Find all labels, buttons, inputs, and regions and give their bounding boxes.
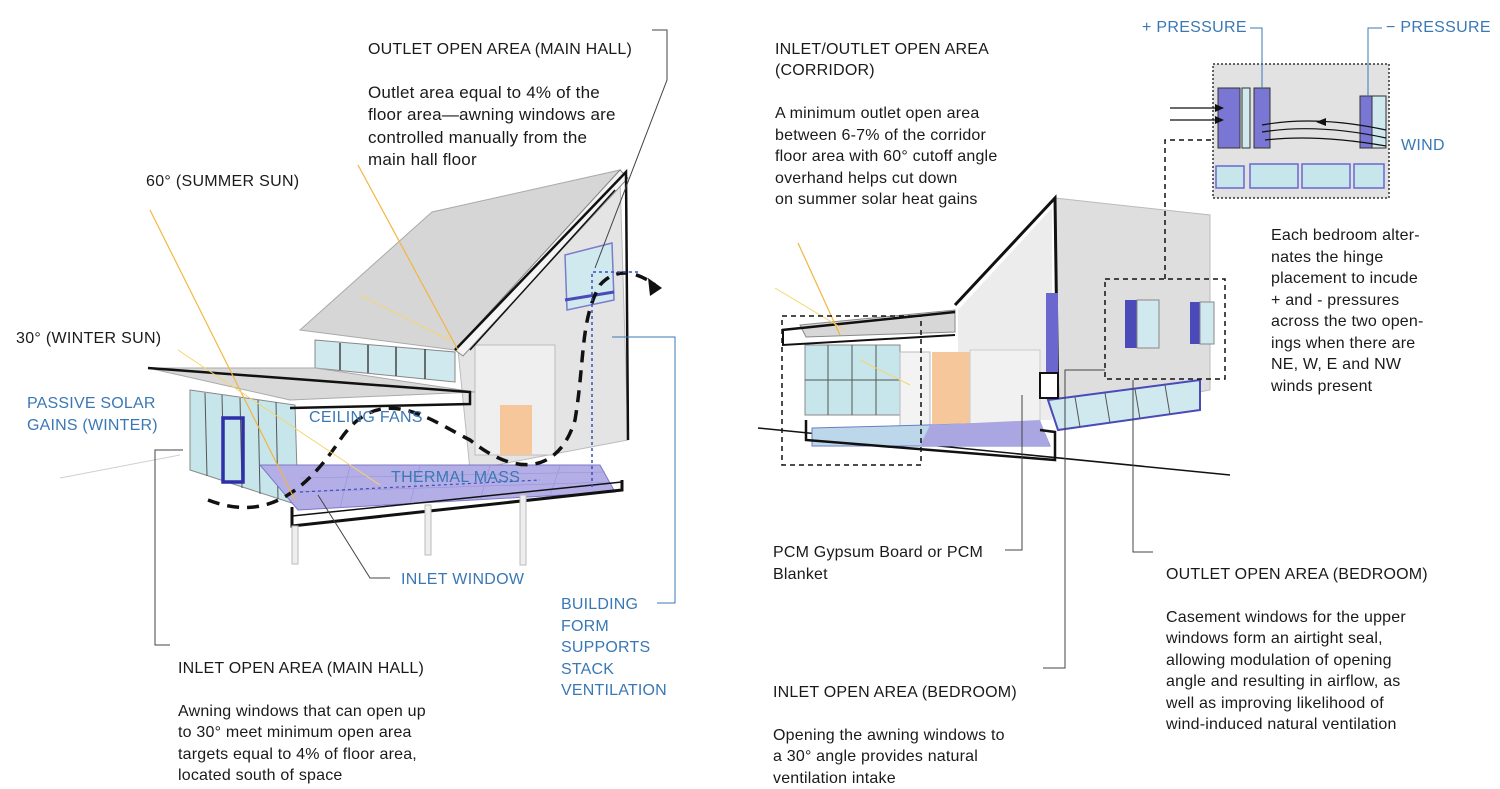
pressure-inset [1170,63,1390,199]
main-hall-building [59,164,662,566]
diagram-artwork [59,27,1390,669]
corridor-heading: INLET/OUTLET OPEN AREA (CORRIDOR) [775,40,989,80]
pcm-label: PCM Gypsum Board or PCM Blanket [773,544,983,583]
bedroom-building [757,139,1231,476]
ceiling-fans-label: CEILING FANS [309,409,423,426]
corridor-callout: INLET/OUTLET OPEN AREA (CORRIDOR) A mini… [775,17,1065,211]
bedroom-leader-lines [1005,27,1382,669]
inlet-window-label: INLET WINDOW [401,571,525,588]
wind-label: WIND [1401,137,1445,154]
outlet-main-hall-body: Outlet area equal to 4% of the floor are… [368,82,616,170]
outlet-main-hall-heading: OUTLET OPEN AREA (MAIN HALL) [368,40,633,58]
bedroom-hinge-note: Each bedroom alter- nates the hinge plac… [1271,227,1424,395]
passive-solar-label: PASSIVE SOLAR GAINS (WINTER) [27,395,158,434]
inlet-bedroom-body: Opening the awning windows to a 30° angl… [773,726,1005,787]
main-hall-leader-lines [154,29,676,646]
outlet-main-hall-callout: OUTLET OPEN AREA (MAIN HALL) Outlet area… [368,17,668,172]
inlet-main-hall-heading: INLET OPEN AREA (MAIN HALL) [178,659,425,677]
inlet-main-hall-body: Awning windows that can open up to 30° m… [178,702,426,785]
outlet-bedroom-callout: OUTLET OPEN AREA (BEDROOM) Casement wind… [1166,542,1466,736]
summer-sun-label: 60° (SUMMER SUN) [146,173,300,190]
winter-sun-label: 30° (WINTER SUN) [16,330,162,347]
plus-pressure-label: + PRESSURE [1142,19,1247,36]
thermal-mass-label: THERMAL MASS [391,469,521,486]
outlet-bedroom-body: Casement windows for the upper windows f… [1166,608,1406,734]
minus-pressure-label: − PRESSURE [1386,19,1491,36]
corridor-body: A minimum outlet open area between 6-7% … [775,105,998,208]
inlet-bedroom-heading: INLET OPEN AREA (BEDROOM) [773,683,1017,701]
inlet-bedroom-callout: INLET OPEN AREA (BEDROOM) Opening the aw… [773,660,1053,789]
diagram-stage: OUTLET OPEN AREA (MAIN HALL) Outlet area… [16,17,1491,787]
outlet-bedroom-heading: OUTLET OPEN AREA (BEDROOM) [1166,565,1428,583]
building-form-label: BUILDING FORM SUPPORTS STACK VENTILATION [561,596,667,699]
inlet-main-hall-callout: INLET OPEN AREA (MAIN HALL) Awning windo… [178,636,478,787]
